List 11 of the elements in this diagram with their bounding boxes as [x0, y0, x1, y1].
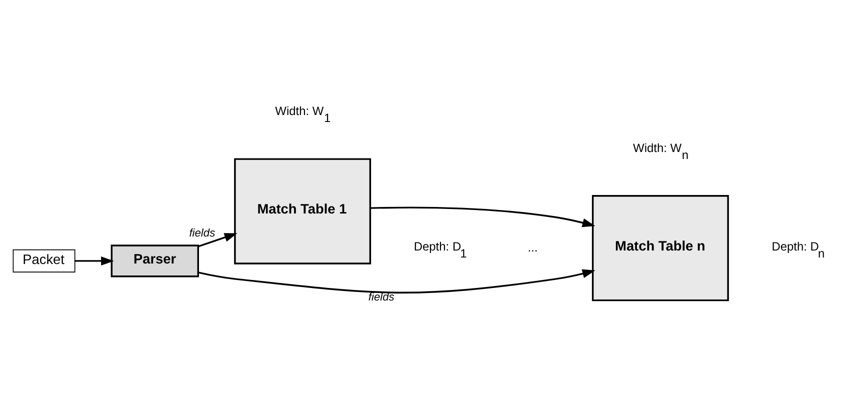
node-box: Parser: [110, 244, 199, 278]
node-box: Packet: [12, 249, 76, 272]
arrow: [75, 256, 114, 266]
edge-label: fields: [368, 292, 394, 304]
arrow: [198, 233, 238, 248]
edge-label: fields: [189, 227, 216, 240]
arrow: [370, 206, 596, 228]
arrow: [198, 269, 596, 294]
node-box: Match Table 1: [234, 158, 372, 264]
label: ...: [528, 240, 538, 254]
node-box: Match Table n: [592, 195, 729, 302]
